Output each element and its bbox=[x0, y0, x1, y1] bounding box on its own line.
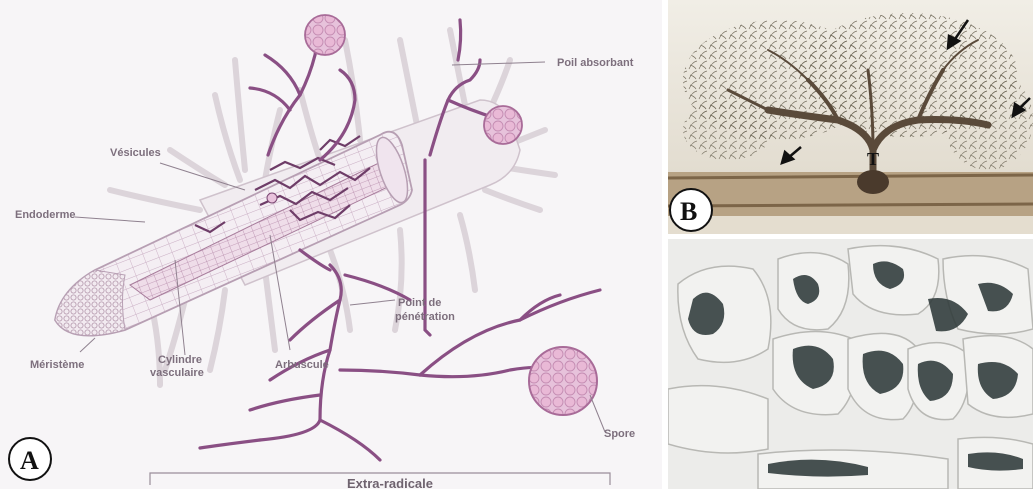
label-vesicules: Vésicules bbox=[110, 147, 161, 159]
label-endoderme: Endoderme bbox=[15, 209, 76, 221]
label-arbuscule: Arbuscule bbox=[275, 359, 329, 371]
meristem bbox=[55, 270, 125, 336]
panel-b-micrograph: T B bbox=[668, 0, 1033, 234]
vesicle-right bbox=[484, 106, 522, 144]
vesicle-top bbox=[305, 15, 345, 55]
panel-letter-b: B bbox=[680, 197, 697, 226]
root-diagram: Poil absorbant Vésicules Endoderme Point… bbox=[0, 0, 662, 489]
arbuscule-micrograph: T B bbox=[668, 0, 1033, 234]
panel-c-micrograph bbox=[668, 239, 1033, 489]
label-cylindre-2: vasculaire bbox=[150, 367, 204, 379]
label-cylindre-1: Cylindre bbox=[158, 354, 202, 366]
label-point-penetration-2: pénétration bbox=[395, 311, 455, 323]
label-point-penetration-1: Point de bbox=[398, 297, 441, 309]
spore-large bbox=[529, 347, 597, 415]
vesicle-inner bbox=[267, 193, 277, 203]
panel-a-diagram: Poil absorbant Vésicules Endoderme Point… bbox=[0, 0, 662, 489]
root-cells-micrograph bbox=[668, 239, 1033, 489]
structure-mark-t: T bbox=[867, 149, 879, 169]
label-spore: Spore bbox=[604, 428, 635, 440]
label-poil-absorbant: Poil absorbant bbox=[557, 57, 634, 69]
label-extra-radicale: Extra-radicale bbox=[347, 476, 433, 489]
label-meristeme: Méristème bbox=[30, 359, 84, 371]
panel-letter-a: A bbox=[20, 446, 39, 475]
